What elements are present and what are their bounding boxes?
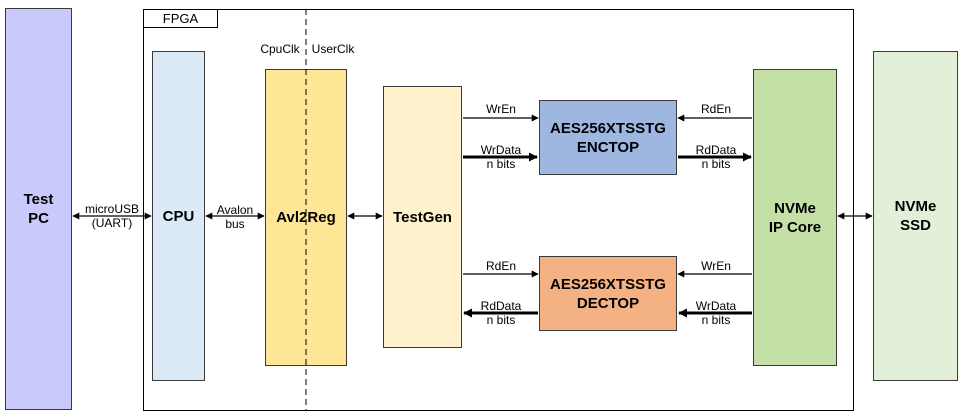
- test-pc-block: Test PC: [5, 8, 72, 410]
- enc-wren-label: WrEn: [486, 102, 516, 116]
- dec-rddata-label: RdData n bits: [480, 299, 522, 327]
- cpu-block: CPU: [152, 51, 205, 381]
- testgen-block: TestGen: [383, 86, 462, 348]
- enc-rden-label: RdEn: [700, 102, 732, 116]
- dec-wren-label: WrEn: [701, 259, 731, 273]
- nvme-ssd-block: NVMe SSD: [873, 51, 958, 381]
- user-clk-label: UserClk: [311, 42, 355, 56]
- enc-wrdata-label: WrData n bits: [480, 143, 522, 171]
- enc-rddata-label: RdData n bits: [695, 143, 737, 171]
- avl2reg-block: Avl2Reg: [265, 69, 347, 366]
- dec-rden-label: RdEn: [485, 259, 517, 273]
- cpu-clk-label: CpuClk: [260, 42, 300, 56]
- dec-wrdata-label: WrData n bits: [695, 299, 737, 327]
- dectop-block: AES256XTSSTG DECTOP: [539, 256, 677, 331]
- fpga-label: FPGA: [143, 9, 218, 28]
- fpga-frame: [143, 9, 854, 411]
- nvme-ip-core-block: NVMe IP Core: [753, 69, 837, 366]
- enctop-block: AES256XTSSTG ENCTOP: [539, 100, 677, 175]
